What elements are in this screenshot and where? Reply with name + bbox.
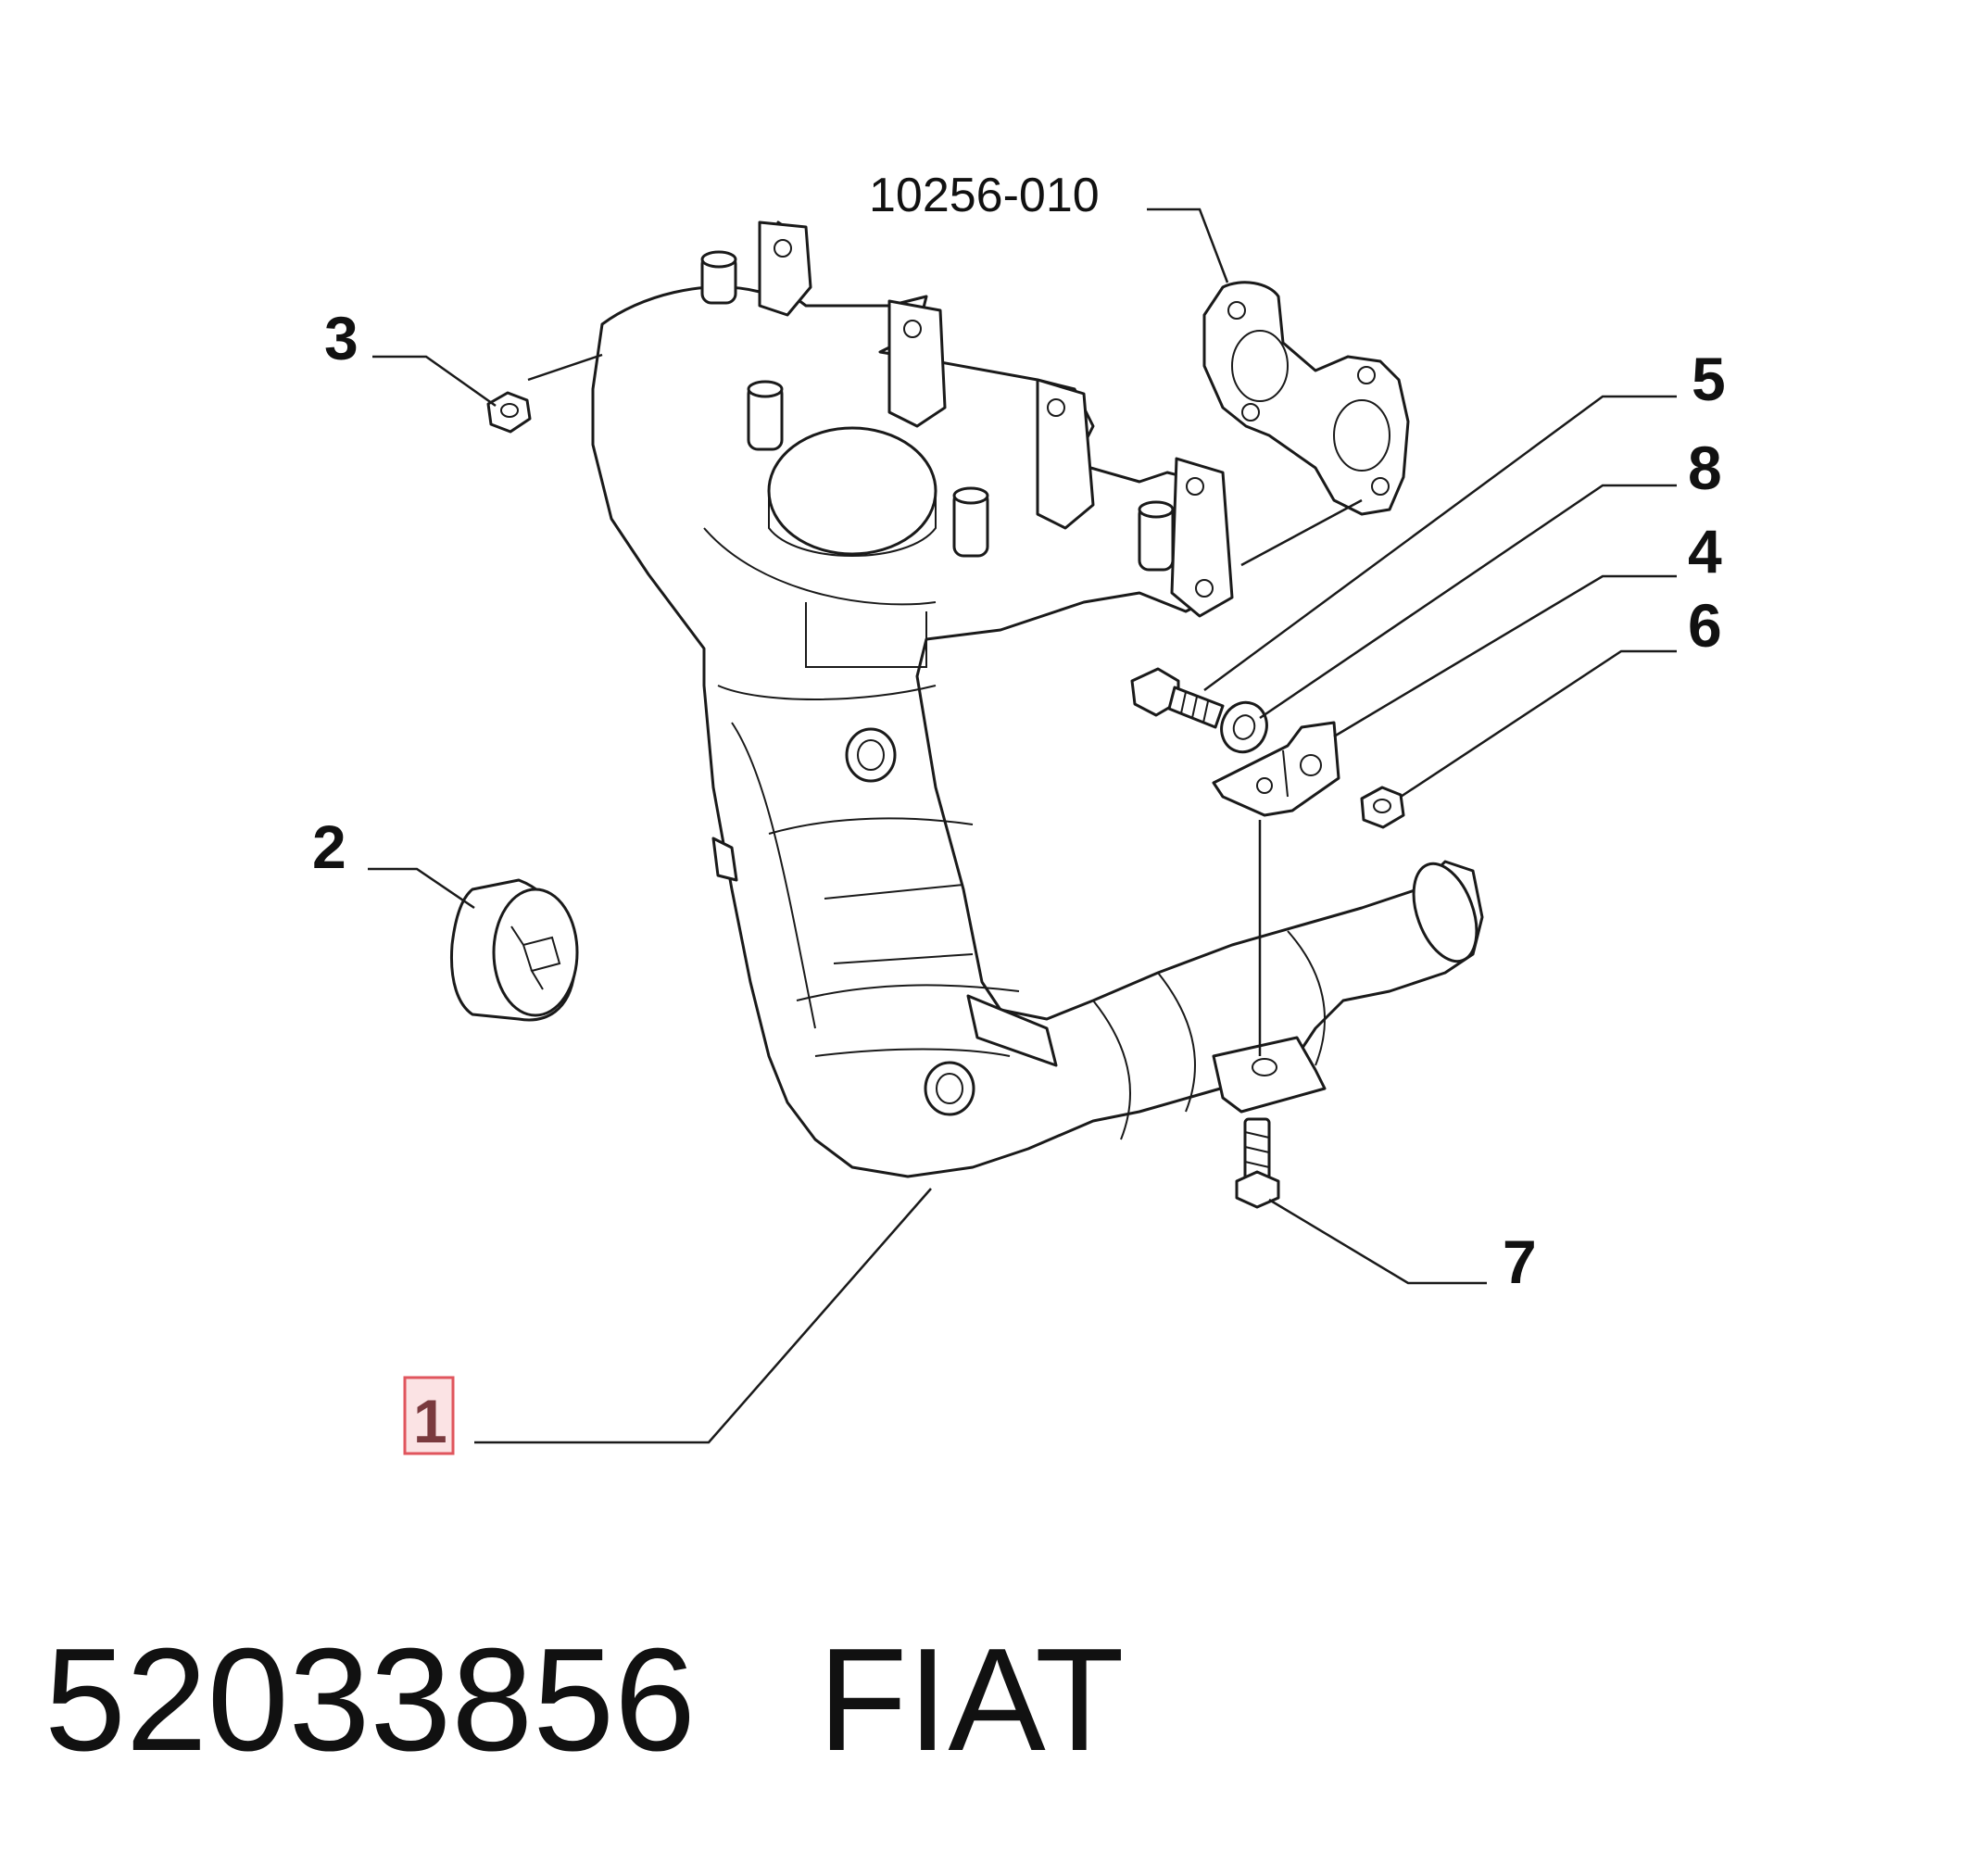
callout-3[interactable]: 3 [324,304,359,372]
washer-part-8 [1220,700,1268,754]
callout-2[interactable]: 2 [312,812,346,881]
bolt-part-7 [1235,1117,1280,1209]
selected-callout-highlight [403,1376,455,1455]
rubber-mount-part-2 [449,878,579,1022]
nut-part-3 [486,391,532,434]
part-number: 52033856 [44,1618,696,1781]
manifold-gasket [1202,281,1410,516]
callout-1[interactable]: 1 [413,1387,447,1455]
nut-part-6 [1360,786,1405,829]
callout-5[interactable]: 5 [1692,345,1726,413]
callout-8[interactable]: 8 [1688,434,1722,502]
callout-1-selected[interactable]: 1 [403,1376,455,1455]
gasket-reference-code: 10256-010 [869,169,1100,222]
brand-name: FIAT [817,1618,1125,1781]
leader-lines [368,208,1677,1444]
bracket-part-4 [1212,721,1340,817]
callout-4[interactable]: 4 [1688,517,1722,585]
callout-7[interactable]: 7 [1503,1227,1537,1296]
bolt-part-5 [1130,667,1225,729]
callout-6[interactable]: 6 [1688,591,1722,660]
